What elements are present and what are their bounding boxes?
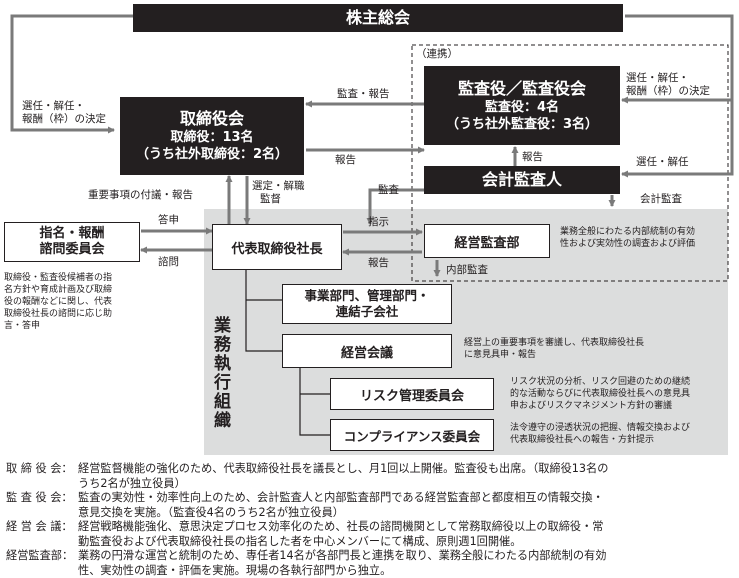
council-description: 経営上の重要事項を審議し、代表取締役社長 に意見具申・報告 <box>464 338 645 360</box>
left-elect-line2: 報酬（枠）の決定 <box>22 113 106 125</box>
note-audit-board: 監 査 役 会： 監査の実効性・効率性向上のため、会計監査人と内部監査部門である… <box>6 491 604 519</box>
report-president-label: 報告 <box>368 257 389 269</box>
supervise-line1: 選定・解職 <box>252 180 305 192</box>
inquiry-label: 諮問 <box>158 256 179 268</box>
audit-board-count: 監査役：4名 <box>484 99 560 115</box>
note-board: 取 締 役 会： 経営監督機能の強化のため、代表取締役社長を議長とし、月1回以上… <box>6 462 609 490</box>
notes: 取 締 役 会： 経営監督機能の強化のため、代表取締役社長を議長とし、月1回以上… <box>6 462 736 578</box>
audit-board-title: 監査役／監査役会 <box>457 78 586 98</box>
compliance-committee-title: コンプライアンス委員会 <box>343 428 481 444</box>
report-accounting-label: 報告 <box>522 151 543 163</box>
accounting-auditor-title: 会計監査人 <box>481 170 562 189</box>
board-outside-count: （うち社外取締役：2名） <box>135 147 289 162</box>
accounting-audit-label: 会計監査 <box>640 193 682 205</box>
nomination-committee-line1: 指名・報酬 <box>39 226 105 241</box>
compliance-description: 法令遵守の浸透状況の把握、情報交換および 代表取締役社長への報告・方針提示 <box>510 423 691 445</box>
accounting-auditor-box: 会計監査人 <box>424 166 620 194</box>
shareholders-meeting-title: 株主総会 <box>345 8 410 27</box>
internal-audit-title: 経営監査部 <box>454 235 520 251</box>
risk-description: リスク状況の分析、リスク回避のための継続 的な活動ならびに代表取締役社長への意見… <box>510 377 691 411</box>
internal-audit-description: 業務全般にわたる内部統制の有効 性および実効性の調査および評価 <box>560 227 696 249</box>
edge-shareholders-board <box>10 14 133 134</box>
cooperation-region <box>411 44 729 282</box>
edge-shareholders-audit <box>621 14 734 104</box>
president-title: 代表取締役社長 <box>231 241 323 257</box>
cooperation-label: （連携） <box>416 48 458 60</box>
audit-board-box: 監査役／監査役会 監査役：4名 （うち社外監査役：3名） <box>424 66 620 145</box>
shareholders-meeting-box: 株主総会 <box>133 4 623 32</box>
internal-audit-label: 内部監査 <box>446 264 488 276</box>
nomination-description: 取締役・監査役候補者の指 名方針や育成計画及び取締 役の報酬などに関し、代表 取… <box>4 273 113 331</box>
note-internal-audit: 経営監査部： 業務の円滑な運営と統制のため、専任者14名が各部門長と連携を取り、… <box>6 549 607 577</box>
audit-label: 監査 <box>378 184 399 196</box>
right-elect-line2: 報酬（枠）の決定 <box>626 85 710 97</box>
instruction-label: 指示 <box>368 216 389 228</box>
president-box: 代表取締役社長 <box>212 224 342 270</box>
left-elect-label: 選任・解任・ 報酬（枠）の決定 <box>22 100 106 126</box>
board-of-directors-box: 取締役会 取締役：13名 （うち社外取締役：2名） <box>120 97 304 175</box>
edge-audit-president <box>366 188 424 225</box>
supervise-label: 選定・解職 監督 <box>252 180 305 206</box>
board-count: 取締役：13名 <box>170 130 254 145</box>
nomination-committee-line2: 諮問委員会 <box>39 242 105 257</box>
divisions-box: 事業部門、管理部門・ 連結子会社 <box>282 284 452 324</box>
management-council-title: 経営会議 <box>340 345 393 361</box>
internal-audit-box: 経営監査部 <box>424 224 550 258</box>
compliance-committee-box: コンプライアンス委員会 <box>330 419 494 451</box>
supervise-line2: 監督 <box>260 193 281 205</box>
audit-board-outside-count: （うち社外監査役：3名） <box>445 116 599 132</box>
note-council: 経 営 会 議： 経営戦略機能強化、意思決定プロセス効率化のため、社長の諮問機関… <box>6 520 604 548</box>
edge-shareholders-accounting <box>621 100 734 178</box>
board-title: 取締役会 <box>179 109 244 128</box>
right-elect-label: 選任・解任・ 報酬（枠）の決定 <box>626 72 710 98</box>
audit-report-label: 監査・報告 <box>337 88 390 100</box>
important-matters-label: 重要事項の付議・報告 <box>88 189 193 201</box>
divisions-line2: 連結子会社 <box>335 304 399 319</box>
report-board-label: 報告 <box>335 154 356 166</box>
divisions-line1: 事業部門、管理部門・ <box>304 288 430 303</box>
risk-committee-box: リスク管理委員会 <box>330 378 494 410</box>
nomination-committee-box: 指名・報酬 諮問委員会 <box>4 222 140 262</box>
left-elect-line1: 選任・解任・ <box>22 100 85 112</box>
risk-committee-title: リスク管理委員会 <box>359 388 464 404</box>
elect-dismiss-label: 選任・解任 <box>636 156 689 168</box>
execution-organization-label: 業務執行組織 <box>210 316 230 430</box>
consult-label: 答申 <box>158 214 179 226</box>
right-elect-line1: 選任・解任・ <box>626 72 689 84</box>
management-council-box: 経営会議 <box>282 334 452 368</box>
